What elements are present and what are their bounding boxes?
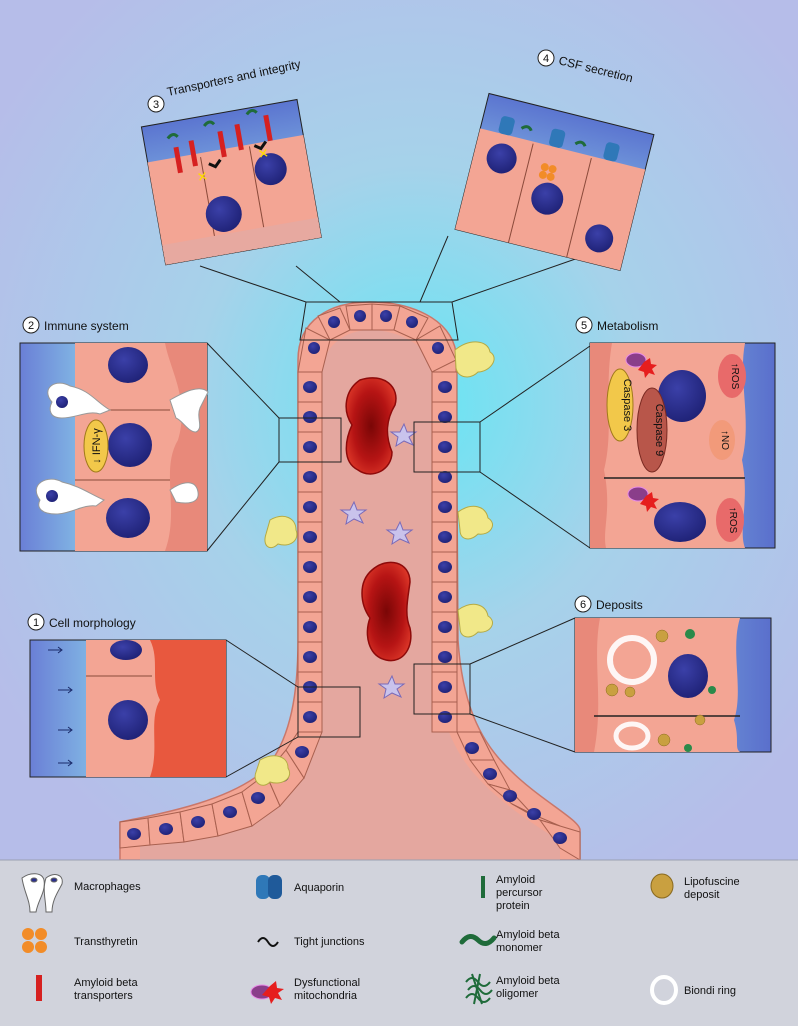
transthyretin-icon	[22, 928, 47, 953]
svg-text:✕: ✕	[196, 168, 209, 185]
mitochondria-icon	[625, 352, 659, 512]
panel5-number: 5	[581, 320, 587, 332]
epiplexus-cells	[254, 341, 495, 786]
panel6-number: 6	[580, 599, 586, 611]
legend-item-tight-junctions: Tight junctions	[257, 936, 365, 948]
legend-aquaporin-label: Aquaporin	[294, 882, 344, 894]
legend-item-aquaporin: Aquaporin	[256, 875, 344, 899]
panel1-title: Cell morphology	[49, 616, 136, 630]
abeta-transporter-icon	[36, 975, 42, 1001]
panel5-title: Metabolism	[597, 319, 658, 333]
legend-item-abeta-monomer: Amyloid beta monomer	[459, 929, 560, 954]
legend-oligomer-line2: oligomer	[496, 988, 539, 1000]
legend-mitochondria-line2: mitochondria	[294, 990, 358, 1002]
macrophage-icon	[21, 873, 63, 913]
blood-vessel-lower	[361, 561, 412, 662]
epithelial-cells-right	[431, 371, 458, 733]
panel2-title: Immune system	[44, 319, 129, 333]
legend-monomer-line2: monomer	[496, 942, 543, 954]
mitochondria-icon	[250, 981, 284, 1004]
svg-text:✕: ✕	[257, 145, 270, 162]
zoom-regions	[278, 301, 481, 738]
legend-item-macrophages: Macrophages	[21, 873, 141, 913]
caspase3-label: Caspase 3	[621, 379, 633, 432]
stromal-cells	[339, 422, 418, 700]
tight-junction-icon	[257, 937, 279, 947]
legend-app-line3: protein	[496, 900, 530, 912]
legend-app-line1: Amyloid	[496, 874, 535, 886]
panel4-number: 4	[543, 53, 549, 65]
ifn-gamma-label: ↓ IFN-γ	[91, 428, 103, 464]
lipofuscine-icon	[650, 873, 674, 899]
panel2-number: 2	[28, 320, 34, 332]
panel-immune-system: 2 Immune system ↓ IFN-γ	[19, 316, 209, 552]
legend-lipofuscine-line2: deposit	[684, 889, 719, 901]
legend-app-line2: percursor	[496, 887, 543, 899]
panel3-number-badge	[147, 95, 165, 113]
aquaporin-icon	[256, 875, 282, 899]
nuclei	[127, 310, 567, 844]
panel-cell-morphology: 1 Cell morphology	[27, 613, 227, 778]
legend-oligomer-line1: Amyloid beta	[496, 975, 560, 987]
choroid-plexus-villus	[119, 235, 591, 861]
no-label: ↑NO	[719, 430, 730, 450]
panel4-number-badge	[537, 49, 555, 67]
legend-monomer-line1: Amyloid beta	[496, 929, 560, 941]
panel3-number: 3	[153, 99, 159, 111]
legend-item-lipofuscine: Lipofuscine deposit	[650, 873, 740, 901]
abeta-oligomer-icon	[465, 973, 493, 1005]
legend-transporters-line1: Amyloid beta	[74, 977, 138, 989]
connector-lines	[199, 235, 591, 778]
legend-biondi-label: Biondi ring	[684, 985, 736, 997]
ros-label-lower: ↑ROS	[727, 507, 738, 534]
legend-mitochondria-line1: Dysfunctional	[294, 977, 360, 989]
blood-vessel-upper	[345, 377, 397, 475]
app-icon	[481, 876, 485, 898]
abeta-monomer-icon	[459, 934, 497, 946]
legend-tight-junctions-label: Tight junctions	[294, 936, 365, 948]
stroma-core	[140, 330, 560, 860]
panel6-number-badge	[574, 595, 592, 613]
legend-transthyretin-label: Transthyretin	[74, 936, 138, 948]
legend: Macrophages Aquaporin Amyloid percursor …	[0, 859, 798, 1026]
panel-deposits: 6 Deposits	[574, 595, 772, 753]
legend-item-app: Amyloid percursor protein	[481, 874, 543, 912]
panel5-number-badge	[575, 316, 593, 334]
panel6-title: Deposits	[596, 598, 643, 612]
legend-item-abeta-transporters: Amyloid beta transporters	[36, 975, 138, 1002]
legend-item-transthyretin: Transthyretin	[22, 928, 138, 953]
ros-label-upper: ↑ROS	[729, 363, 740, 390]
biondi-ring-icon	[650, 975, 678, 1005]
panel-csf-secretion: 4 CSF secretion	[454, 49, 655, 272]
epithelial-cells-left	[297, 371, 323, 733]
legend-item-biondi-ring: Biondi ring	[650, 975, 736, 1005]
legend-macrophages-label: Macrophages	[74, 881, 141, 893]
legend-transporters-line2: transporters	[74, 990, 133, 1002]
legend-item-mitochondria: Dysfunctional mitochondria	[250, 977, 360, 1004]
panel2-number-badge	[22, 316, 40, 334]
panel1-number: 1	[33, 617, 39, 629]
legend-item-abeta-oligomer: Amyloid beta oligomer	[465, 973, 560, 1005]
legend-lipofuscine-line1: Lipofuscine	[684, 876, 740, 888]
panel-metabolism: 5 Metabolism Caspase 3 Caspase 9 ↑ROS ↑N…	[575, 316, 776, 549]
caspase9-label: Caspase 9	[653, 404, 665, 457]
panel1-number-badge	[27, 613, 45, 631]
